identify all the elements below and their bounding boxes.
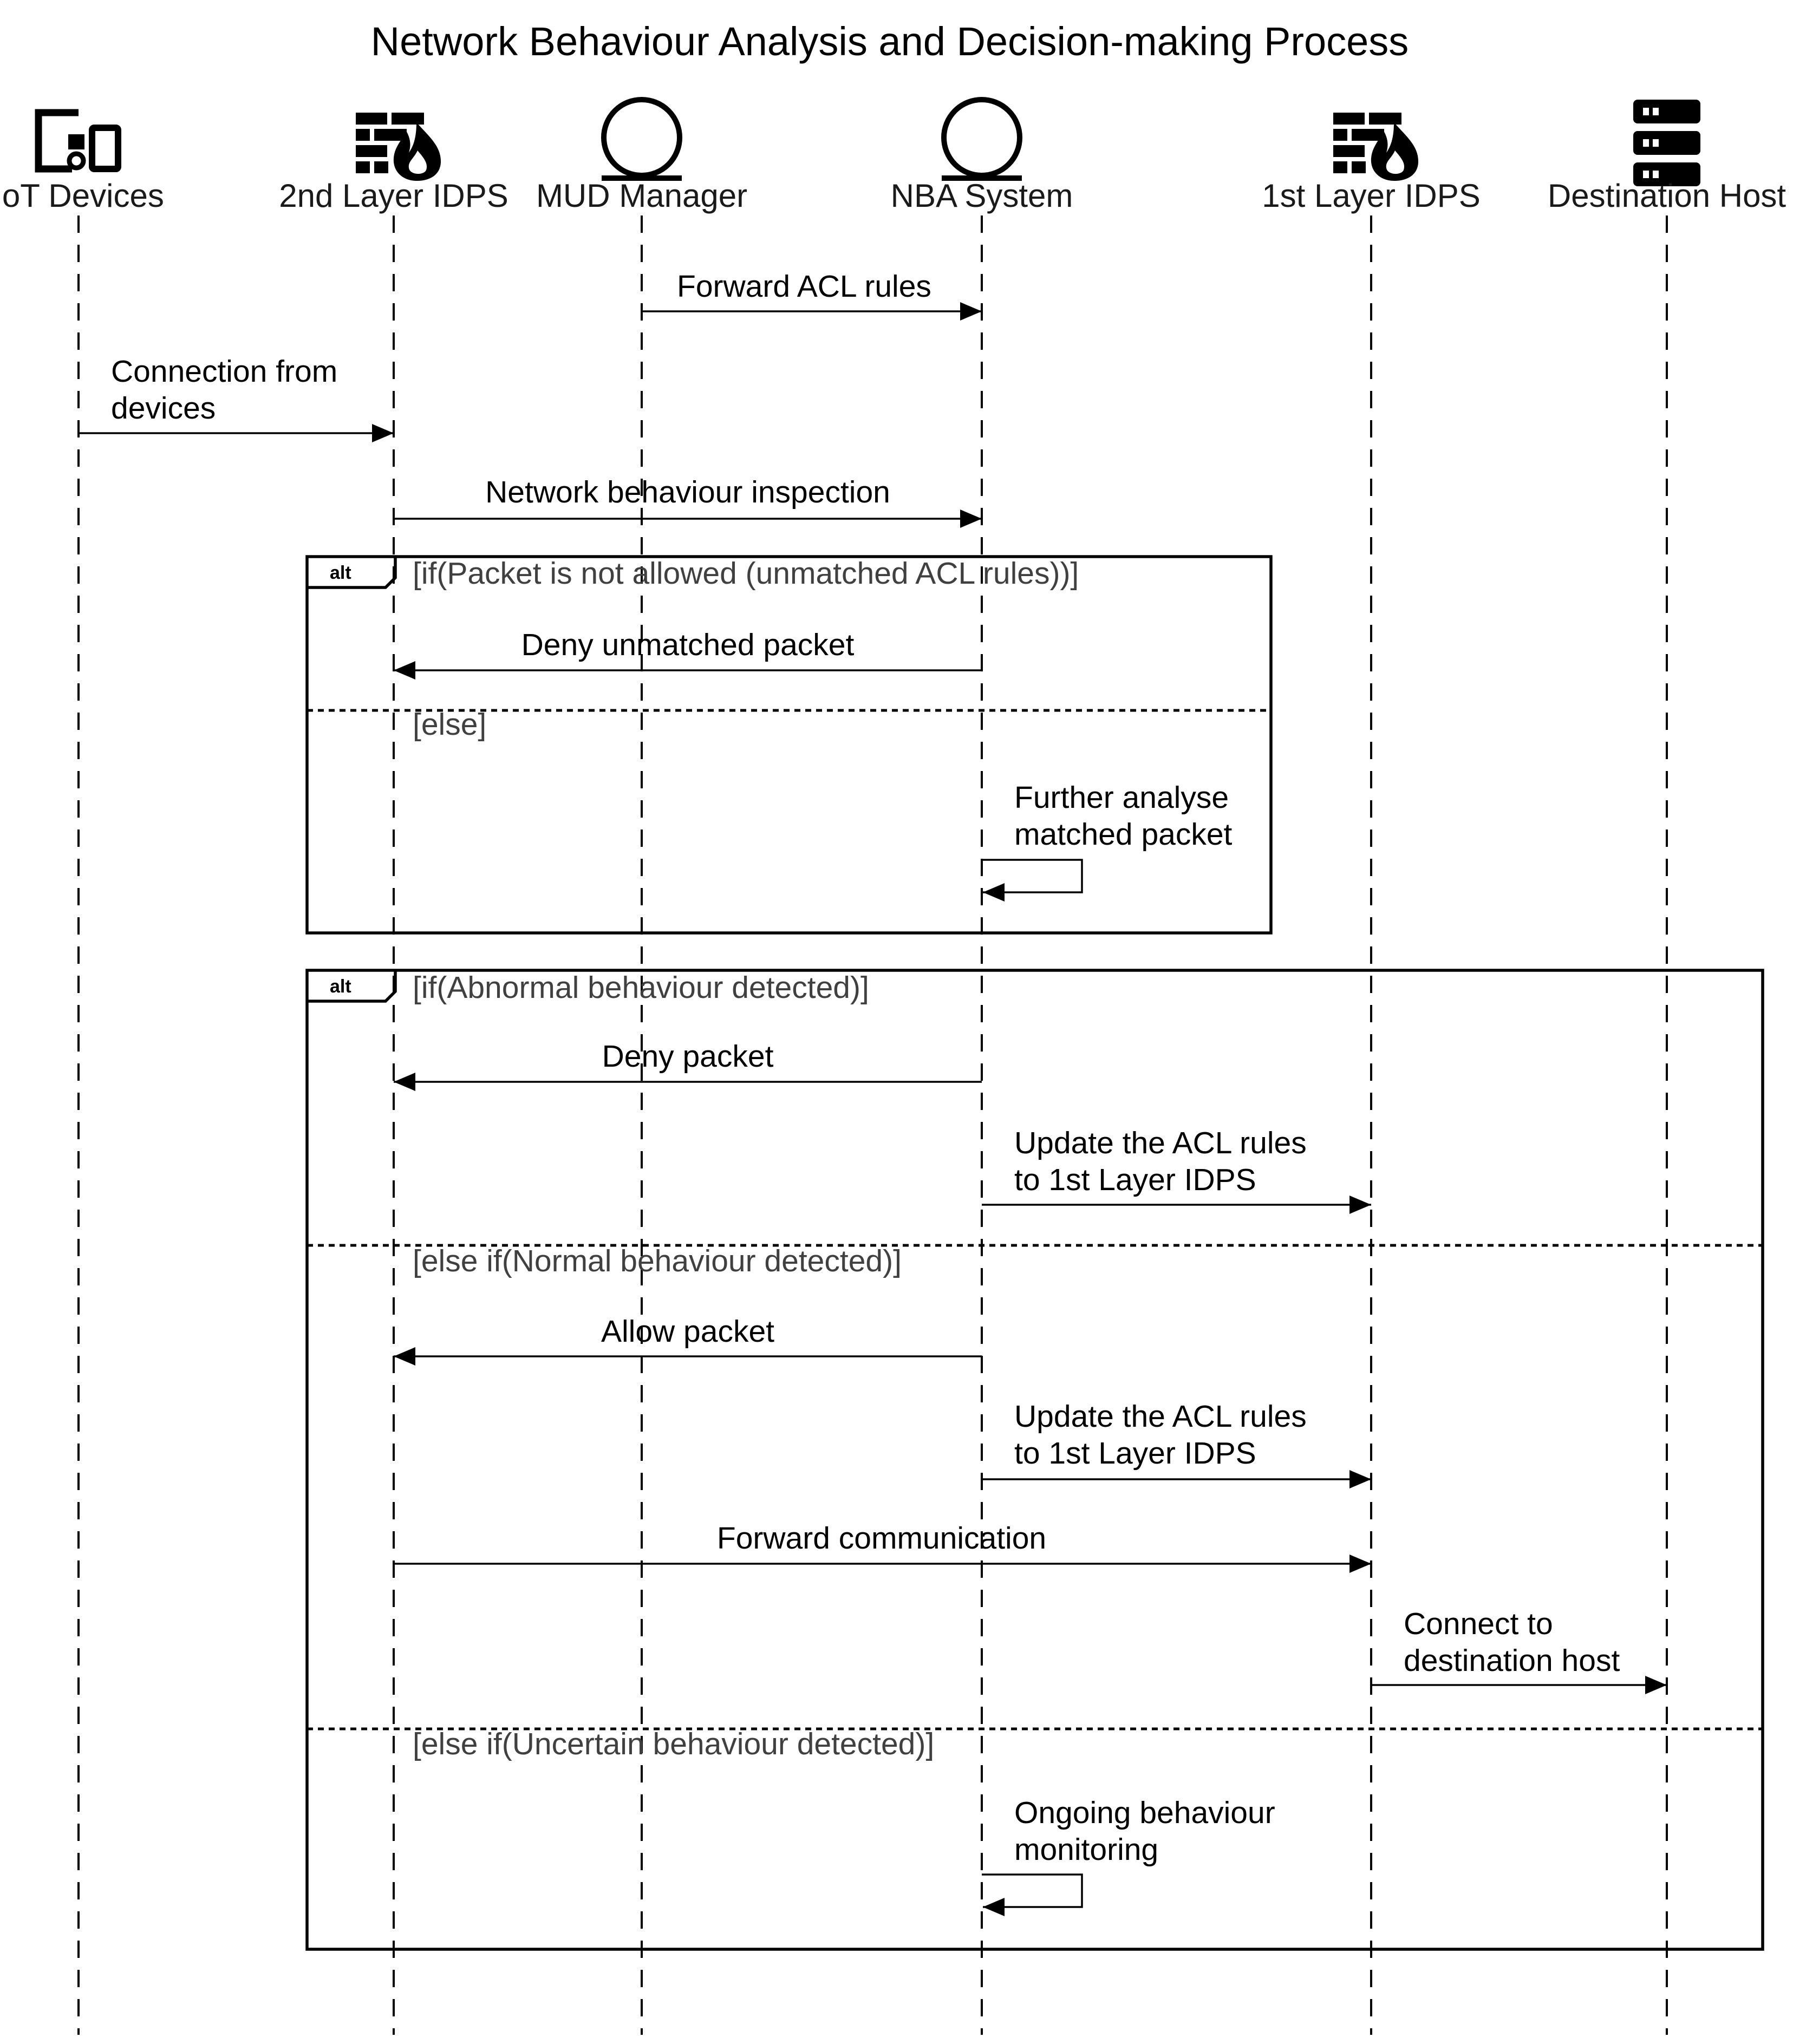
participant-label-mud: MUD Manager (536, 178, 747, 214)
participant-label-nba: NBA System (891, 178, 1073, 214)
message-mud-to-nba: Forward ACL rules (642, 269, 982, 321)
message-label: Deny unmatched packet (521, 628, 855, 662)
message-idps2-to-nba: Network behaviour inspection (394, 475, 982, 528)
message-label: Forward ACL rules (677, 269, 931, 304)
message-label: Deny packet (602, 1039, 774, 1074)
message-label: Update the ACL rules (1014, 1399, 1307, 1434)
message-label: Connect to (1404, 1607, 1553, 1641)
message-idps2-to-idps1: Forward communication (394, 1521, 1371, 1573)
guard-condition: [if(Abnormal behaviour detected)] (413, 970, 869, 1005)
message-nba-to-idps2: Deny unmatched packet (394, 628, 982, 680)
message-label: monitoring (1014, 1832, 1158, 1867)
guard-condition: [else if(Normal behaviour detected)] (413, 1244, 902, 1278)
entity-circle-icon (941, 97, 1022, 181)
message-label: Allow packet (601, 1314, 774, 1349)
diagram-title: Network Behaviour Analysis and Decision-… (371, 19, 1409, 64)
message-label: to 1st Layer IDPS (1014, 1163, 1256, 1197)
iot-devices-icon (35, 109, 121, 173)
participant-label-dest: Destination Host (1548, 178, 1787, 214)
message-label: Connection from (111, 354, 337, 389)
guard-condition: [else if(Uncertain behaviour detected)] (413, 1727, 934, 1761)
guard-condition: [else] (413, 707, 486, 742)
message-label: devices (111, 391, 216, 426)
alt-fragment: alt [if(Abnormal behaviour detected)] [els… (305, 969, 1764, 1951)
message-label: destination host (1404, 1643, 1620, 1678)
fragment-operator: alt (330, 563, 351, 583)
message-label: Update the ACL rules (1014, 1126, 1307, 1160)
participant-label-idps1: 1st Layer IDPS (1262, 178, 1481, 214)
firewall-icon (356, 113, 441, 181)
message-label: matched packet (1014, 817, 1233, 852)
participant-label-iot: IoT Devices (0, 178, 164, 214)
message-label: Network behaviour inspection (485, 475, 890, 510)
message-label: to 1st Layer IDPS (1014, 1436, 1256, 1471)
message-label: Forward communication (717, 1521, 1046, 1556)
message-label: Further analyse (1014, 780, 1229, 815)
participant-label-idps2: 2nd Layer IDPS (279, 178, 508, 214)
guard-condition: [if(Packet is not allowed (unmatched ACL… (413, 556, 1079, 591)
message-nba-to-idps2: Deny packet (394, 1039, 982, 1091)
server-icon (1633, 100, 1700, 186)
alt-fragment: alt [if(Packet is not allowed (unmatched … (305, 555, 1273, 935)
message-label: Ongoing behaviour (1014, 1795, 1275, 1830)
fragment-operator: alt (330, 976, 351, 997)
entity-circle-icon (601, 97, 682, 181)
message-nba-to-idps2: Allow packet (394, 1314, 982, 1366)
firewall-icon (1333, 113, 1419, 181)
